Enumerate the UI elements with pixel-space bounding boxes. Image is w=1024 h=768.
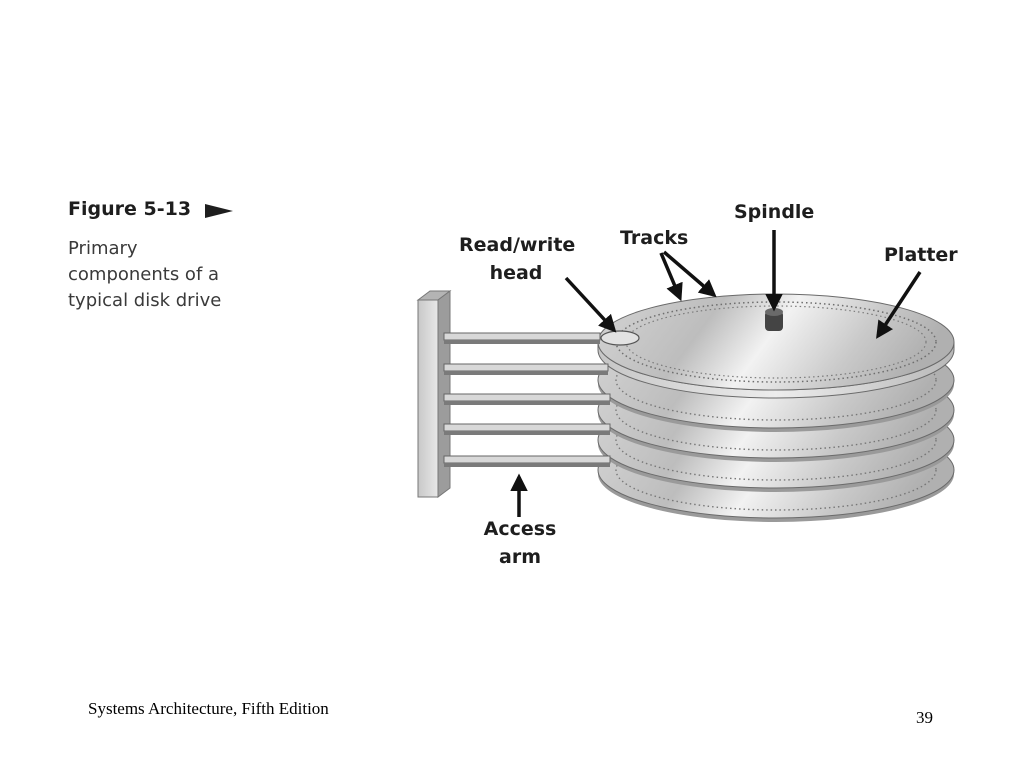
read-write-head-arrow	[564, 276, 617, 333]
footer-book-title: Systems Architecture, Fifth Edition	[88, 699, 329, 718]
read-write-head-label: Read/write head	[459, 234, 576, 284]
caption-line-2: components of a	[68, 264, 220, 285]
arm	[443, 393, 611, 405]
caption-line-1: Primary	[68, 238, 138, 259]
figure-number: Figure 5-13	[68, 198, 192, 220]
callout-arrows	[510, 230, 922, 517]
platter-arrow	[876, 271, 922, 339]
platter-stack	[597, 293, 955, 522]
arm	[443, 332, 601, 344]
arm	[443, 363, 609, 375]
tracks-label: Tracks	[620, 227, 689, 249]
spindle-label: Spindle	[734, 201, 815, 223]
access-arm-assembly	[416, 290, 640, 498]
tracks-arrow-2	[662, 250, 717, 298]
caption-line-3: typical disk drive	[68, 290, 222, 311]
read-write-head	[600, 330, 640, 346]
spindle-hub	[765, 308, 783, 331]
arm	[443, 455, 611, 467]
arm	[443, 423, 611, 435]
figure-caption: Primary components of a typical disk dri…	[68, 236, 258, 314]
figure-pointer-icon	[205, 204, 233, 218]
page-number: 39	[916, 708, 933, 727]
access-arm-label: Access arm	[483, 518, 557, 568]
tracks-arrow-1	[659, 252, 683, 302]
platter-label: Platter	[884, 244, 958, 266]
